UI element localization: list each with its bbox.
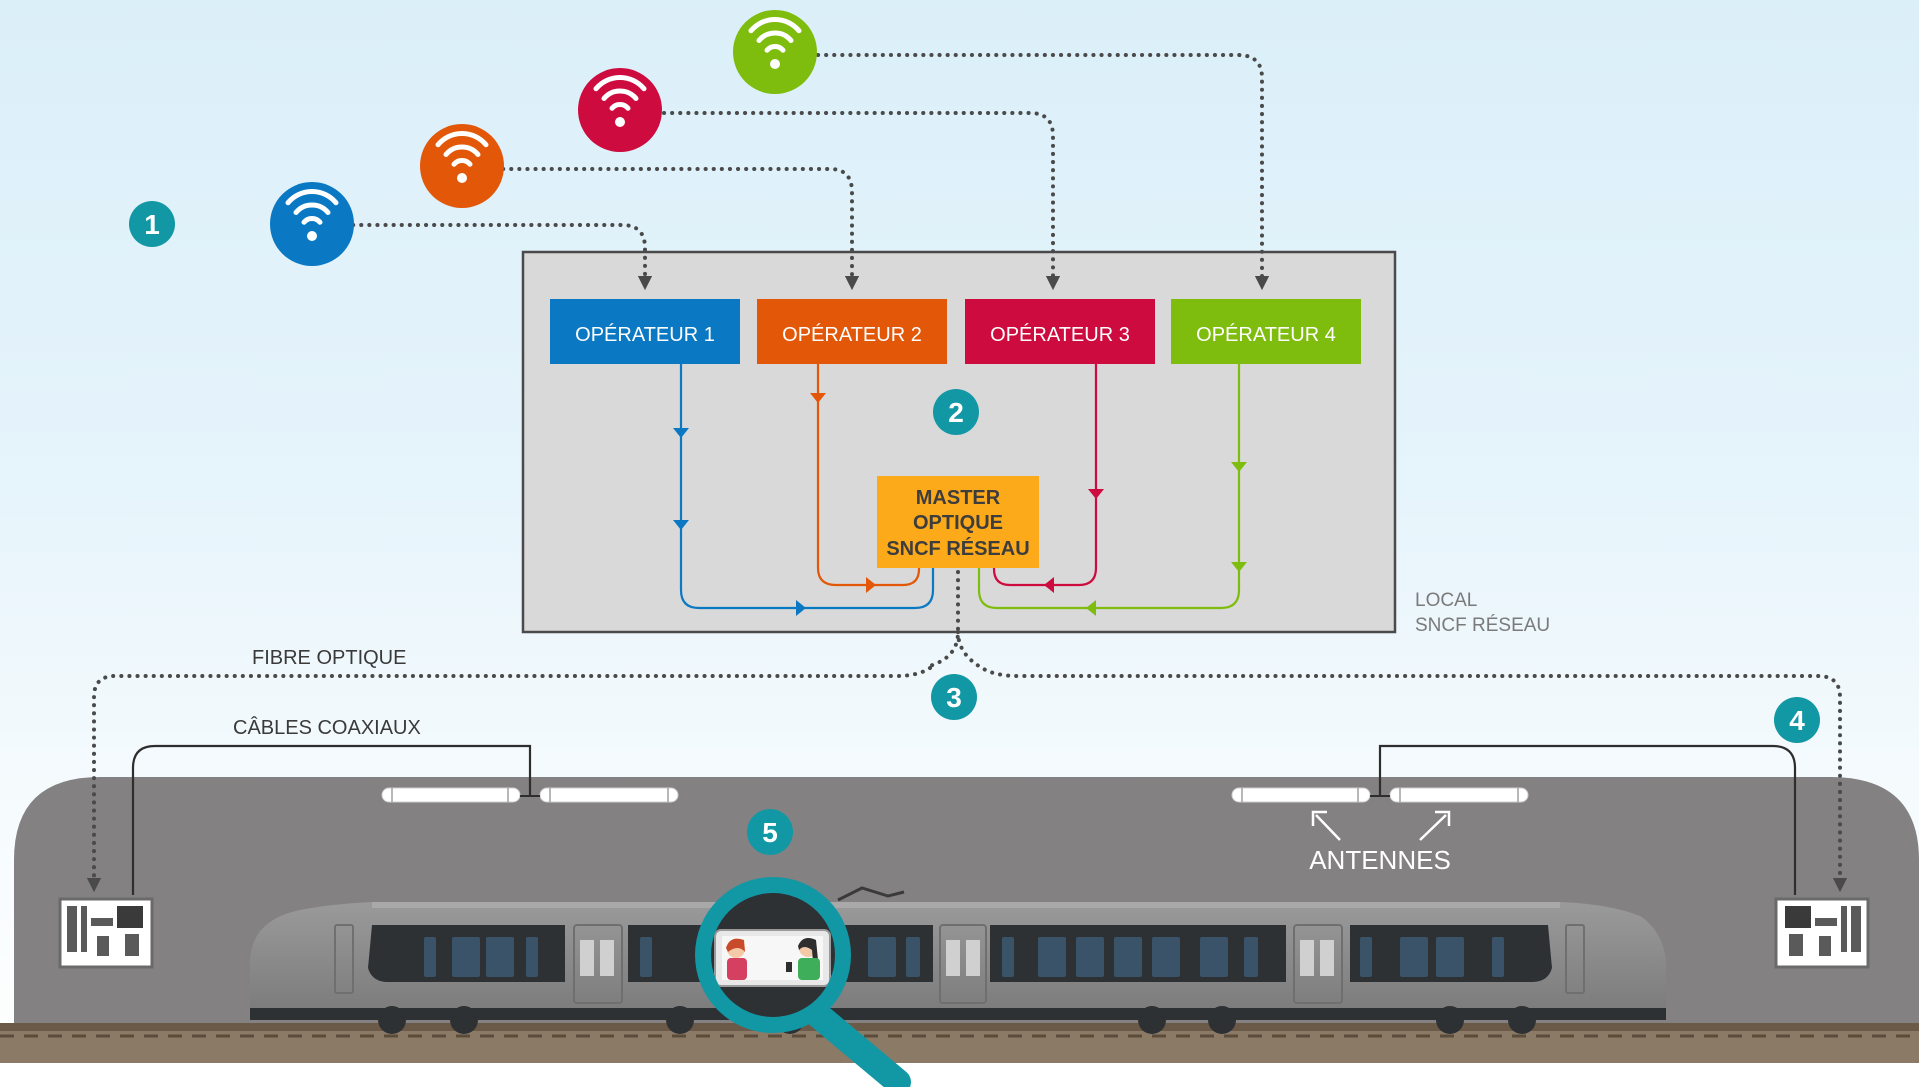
arrowhead-orange-2 (866, 577, 876, 593)
master-line-1: MASTER (916, 487, 1001, 509)
master-line-3: SNCF RÉSEAU (886, 537, 1029, 560)
antennas-left (381, 787, 679, 803)
step-3-number: 3 (946, 682, 962, 713)
operator-1-label: OPÉRATEUR 1 (575, 323, 715, 346)
flow-operator-4 (977, 364, 1241, 610)
wifi-icon (578, 68, 662, 152)
arrowhead-blue-2 (673, 520, 689, 530)
arrowhead-red-2 (1044, 577, 1054, 593)
step-5-number: 5 (762, 817, 778, 848)
antenna-icon (1389, 787, 1529, 803)
train-icon (250, 886, 1666, 1034)
operator-1-box (550, 299, 740, 364)
step-1-number: 1 (144, 209, 160, 240)
step-5-badge (747, 809, 793, 855)
coax-right (1378, 744, 1797, 895)
local-label-line-1: LOCAL (1415, 590, 1477, 611)
fiber-trunk (928, 570, 960, 668)
step-4-badge (1774, 697, 1820, 743)
arrowhead-green-2 (1231, 562, 1247, 572)
link-wifi-1 (343, 223, 653, 291)
antennas-right (1231, 787, 1529, 803)
arrowhead-red-1 (1088, 489, 1104, 499)
operator-3-label: OPÉRATEUR 3 (990, 323, 1130, 346)
antenna-icon (381, 787, 521, 803)
operator-4-box (1171, 299, 1361, 364)
flow-operator-1 (679, 364, 935, 610)
wifi-icon (270, 182, 354, 266)
track-ballast (0, 1025, 1919, 1063)
arrowhead-green-3 (1086, 600, 1096, 616)
fiber-optic-label: FIBRE OPTIQUE (252, 647, 406, 669)
local-label-line-2: SNCF RÉSEAU (1415, 615, 1550, 636)
step-2-badge (933, 389, 979, 435)
antenna-icon (1231, 787, 1371, 803)
repeater-left (58, 897, 154, 969)
step-1-badge (129, 201, 175, 247)
master-line-2: OPTIQUE (913, 512, 1003, 534)
coax-left (131, 744, 532, 895)
operator-2-label: OPÉRATEUR 2 (782, 323, 922, 346)
arrowhead-blue-1 (673, 428, 689, 438)
arrowhead-blue-3 (796, 600, 806, 616)
step-3-badge (931, 674, 977, 720)
step-4-number: 4 (1789, 705, 1805, 736)
rail (0, 1023, 1919, 1031)
master-optique-box (877, 476, 1039, 568)
operator-3-box (965, 299, 1155, 364)
antenna-pointer-left (1315, 814, 1341, 841)
wifi-icon (420, 124, 504, 208)
coaxial-cables-label: CÂBLES COAXIAUX (233, 716, 421, 739)
operator-2-box (757, 299, 947, 364)
repeater-right (1774, 897, 1870, 969)
arrowhead-orange-1 (810, 393, 826, 403)
antennas-label: ANTENNES (1309, 845, 1451, 875)
link-wifi-2 (493, 167, 860, 291)
antenna-pointer-right (1419, 814, 1447, 841)
step-2-number: 2 (948, 397, 964, 428)
operator-4-label: OPÉRATEUR 4 (1196, 323, 1336, 346)
wifi-icon (733, 10, 817, 94)
link-wifi-3 (662, 111, 1061, 291)
link-wifi-4 (816, 53, 1270, 291)
magnifier-icon (695, 877, 911, 1087)
arrowhead-green-1 (1231, 462, 1247, 472)
antenna-icon (539, 787, 679, 803)
fiber-to-right-repeater (956, 630, 1848, 893)
fiber-to-left-repeater (86, 666, 932, 893)
